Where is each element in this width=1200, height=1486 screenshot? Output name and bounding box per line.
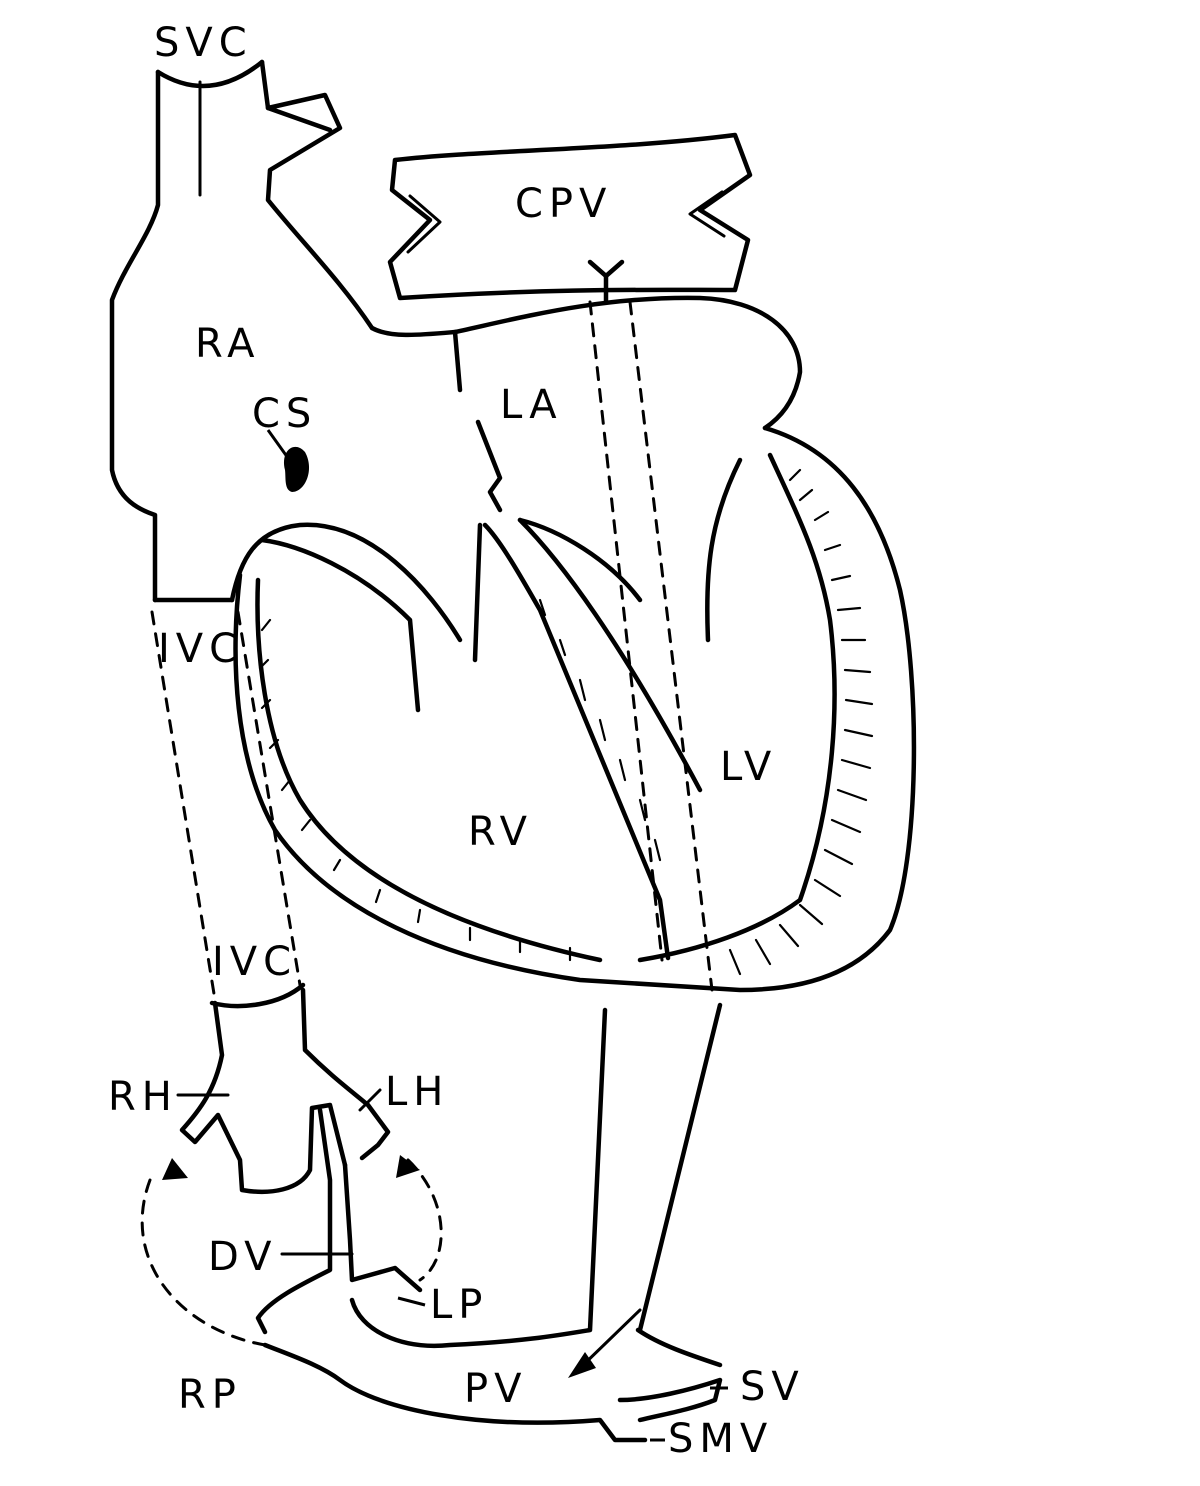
label-rh: RH — [108, 1074, 178, 1120]
label-lh: LH — [385, 1069, 449, 1115]
cpv-dashed-course — [588, 300, 714, 992]
label-sv: SV — [740, 1364, 805, 1410]
label-dv: DV — [208, 1234, 277, 1280]
portal-vein — [262, 1002, 723, 1443]
label-lv: LV — [720, 744, 777, 790]
label-pointers — [397, 1296, 728, 1442]
ivc-dashed-course — [150, 610, 302, 1002]
structure-labels: SVC CPV RA CS LA IVC LV RV IVC RH LH DV … — [108, 20, 805, 1462]
label-lp: LP — [430, 1282, 488, 1328]
common-pulmonary-vein — [387, 132, 753, 305]
superior-vena-cava — [109, 59, 375, 603]
left-atrium-wall — [369, 295, 803, 513]
interventricular-septum — [472, 517, 703, 961]
label-cpv: CPV — [515, 181, 612, 227]
label-ivc-lower: IVC — [212, 939, 297, 985]
label-svc: SVC — [154, 20, 253, 66]
label-smv: SMV — [668, 1416, 773, 1462]
lower-ivc — [176, 982, 391, 1195]
label-ra: RA — [195, 321, 261, 367]
myocardium-hatching — [258, 468, 874, 976]
ductus-venosus — [140, 1107, 443, 1347]
right-ventricle-wall — [152, 425, 917, 993]
label-pv: PV — [464, 1366, 527, 1412]
label-cs: CS — [252, 391, 317, 437]
coronary-sinus — [266, 429, 310, 492]
label-rp: RP — [178, 1372, 242, 1418]
label-rv: RV — [468, 809, 533, 855]
label-ivc-upper: IVC — [158, 626, 243, 672]
label-la: LA — [500, 382, 563, 428]
